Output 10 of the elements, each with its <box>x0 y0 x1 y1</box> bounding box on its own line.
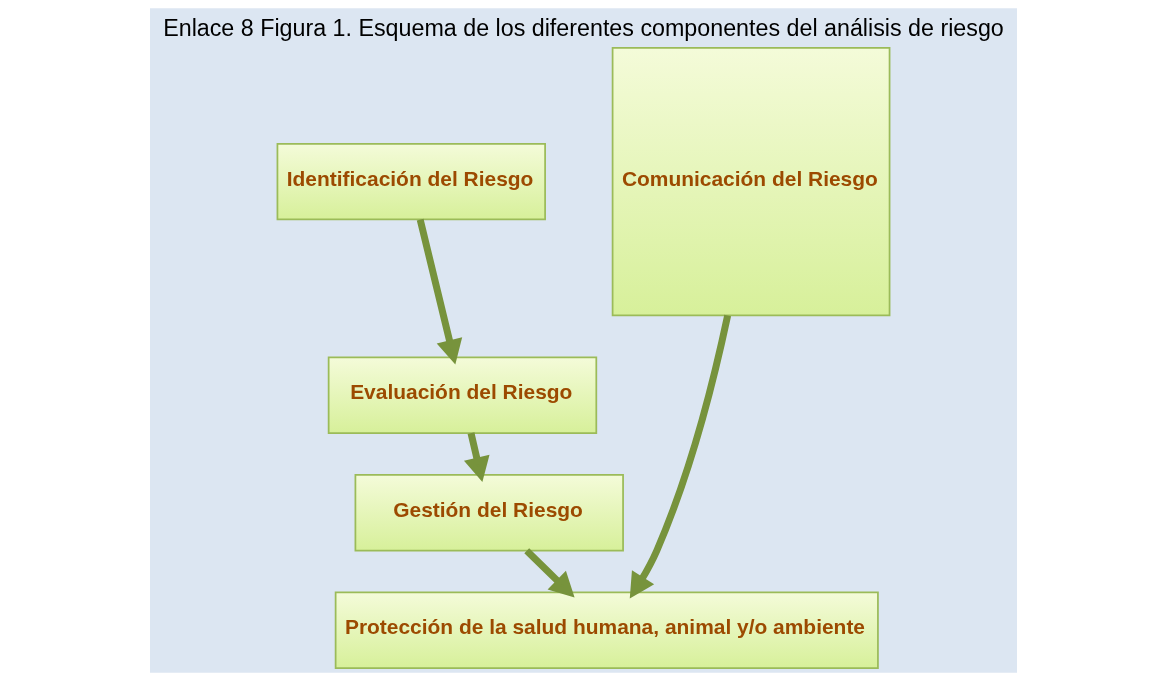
node-box: Gestión del Riesgo <box>354 474 624 552</box>
arrow <box>463 432 490 483</box>
arrow <box>416 218 463 365</box>
node-box: Comunicación del Riesgo <box>611 46 891 317</box>
node-box: Protección de la salud humana, animal y/o ambiente <box>334 591 879 669</box>
arrow <box>629 314 732 599</box>
node-box: Evaluación del Riesgo <box>327 356 598 434</box>
diagram-title: Enlace 8 Figura 1. Esquema de los diferentes componentes del análisis de riesgo <box>163 15 1004 42</box>
node-box: Identificación del Riesgo <box>276 142 546 221</box>
arrow <box>524 548 575 598</box>
